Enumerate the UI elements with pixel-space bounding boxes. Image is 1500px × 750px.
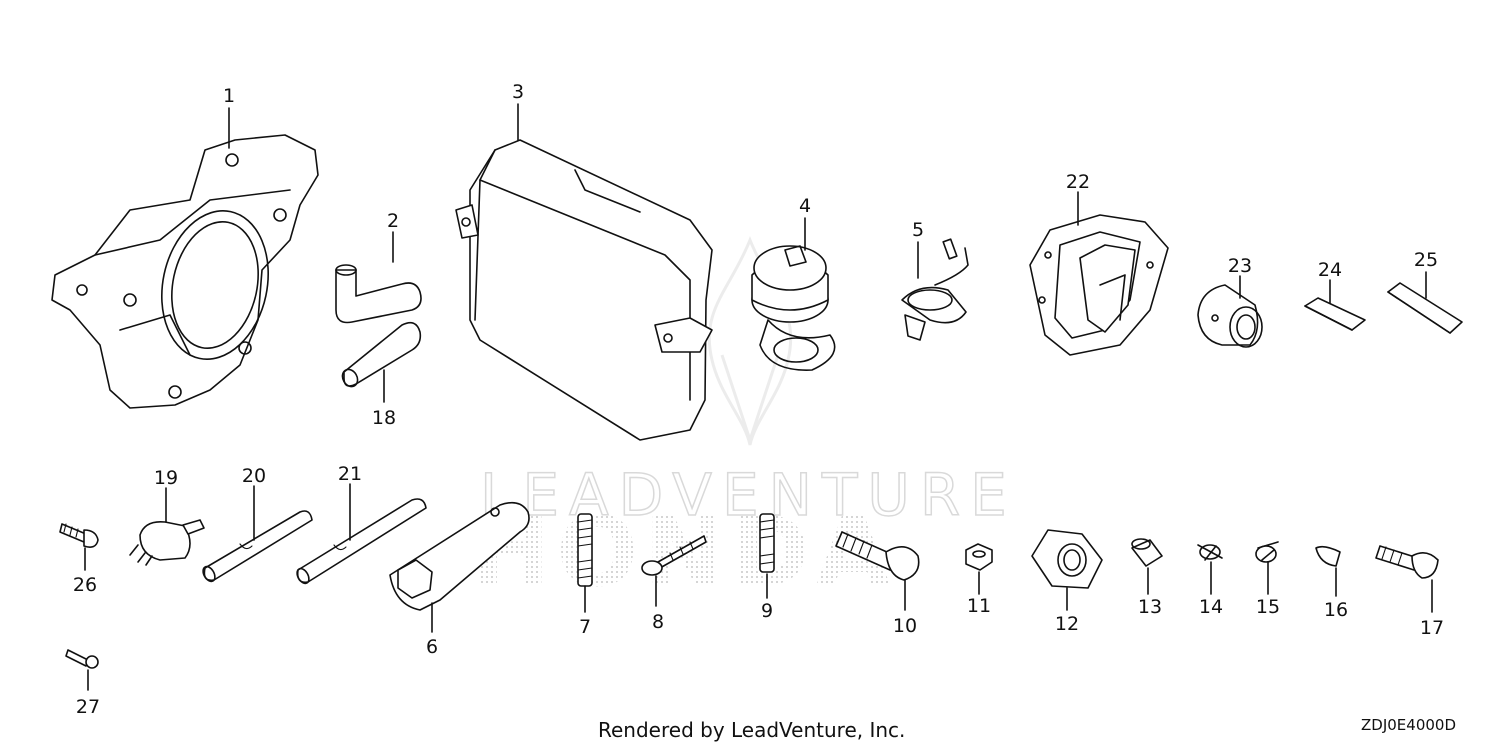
callout-21: 21 [338,463,362,485]
callout-15: 15 [1256,596,1280,618]
callout-17: 17 [1420,617,1444,639]
part-10-drawing [835,531,920,611]
callout-10: 10 [893,615,917,637]
part-5-drawing [901,238,969,341]
part-12-drawing [1031,529,1103,611]
callout-16: 16 [1324,599,1348,621]
part-4-drawing [751,217,836,371]
part-3-drawing [455,103,713,441]
part-18-drawing [341,321,422,403]
callout-11: 11 [967,595,991,617]
render-credit: Rendered by LeadVenture, Inc. [598,718,906,742]
part-25-drawing [1387,271,1463,334]
callout-3: 3 [512,81,524,103]
callout-19: 19 [154,467,178,489]
part-11-drawing [965,543,993,595]
callout-27: 27 [76,696,100,718]
callout-2: 2 [387,210,399,232]
part-14-drawing [1197,544,1223,595]
callout-22: 22 [1066,171,1090,193]
part-15-drawing [1255,541,1279,595]
part-2-drawing [335,231,422,324]
part-21-drawing [296,483,427,585]
part-13-drawing [1131,538,1163,595]
callout-13: 13 [1138,596,1162,618]
callout-1: 1 [223,85,235,107]
callout-20: 20 [242,465,266,487]
part-23-drawing [1197,275,1263,348]
callout-6: 6 [426,636,438,658]
part-8-drawing [641,535,707,607]
part-6-drawing [389,501,530,633]
callout-12: 12 [1055,613,1079,635]
part-7-drawing [577,513,593,613]
part-22-drawing [1029,191,1169,356]
callout-18: 18 [372,407,396,429]
part-16-drawing [1315,545,1341,597]
callout-8: 8 [652,611,664,633]
callout-25: 25 [1414,249,1438,271]
callout-7: 7 [579,616,591,638]
callout-24: 24 [1318,259,1342,281]
diagram-code: ZDJ0E4000D [1361,716,1456,734]
part-24-drawing [1304,279,1366,331]
part-26-drawing [59,523,99,571]
callout-4: 4 [799,195,811,217]
callout-23: 23 [1228,255,1252,277]
part-1-drawing [51,107,319,409]
part-9-drawing [759,513,775,599]
part-17-drawing [1375,545,1439,613]
part-20-drawing [202,485,313,583]
part-27-drawing [65,649,99,691]
part-19-drawing [129,487,205,566]
callout-labels: 1 2 3 4 5 6 7 8 9 10 11 12 13 14 15 16 1… [73,81,1444,718]
callout-9: 9 [761,600,773,622]
watermark-text: LEADVENTURE [480,461,1017,529]
callout-14: 14 [1199,596,1223,618]
callout-5: 5 [912,219,924,241]
callout-26: 26 [73,574,97,596]
